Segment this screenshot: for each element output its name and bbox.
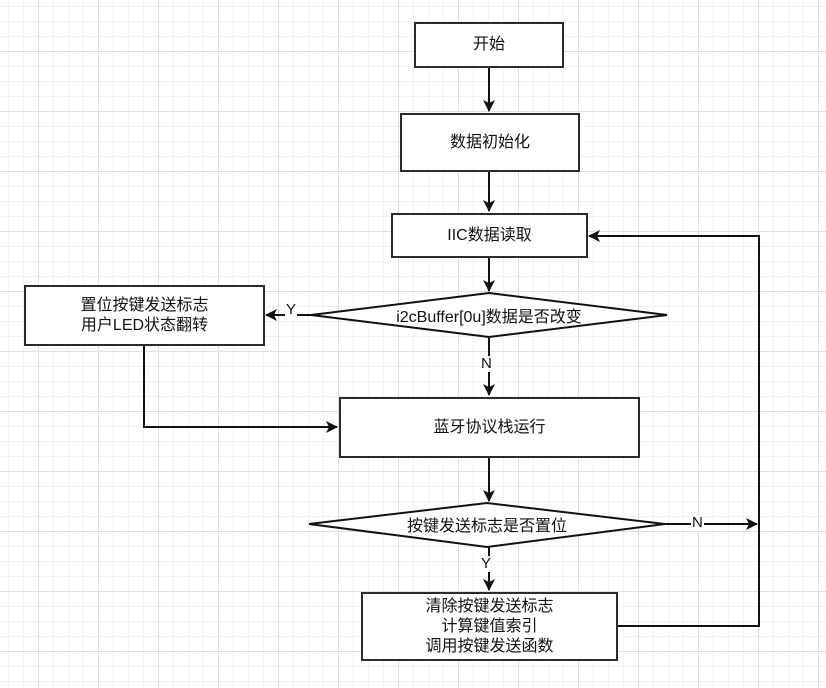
node-clear-and-send[interactable]: 清除按键发送标志 计算键值索引 调用按键发送函数 <box>361 592 618 661</box>
decision-buffer-changed-shape[interactable] <box>310 291 668 339</box>
node-set-flag[interactable]: 置位按键发送标志 用户LED状态翻转 <box>24 285 265 346</box>
decision-flag-set-label: 按键发送标志是否置位 <box>406 518 567 535</box>
decision-buffer-changed-label: i2cBuffer[0u]数据是否改变 <box>396 309 582 326</box>
edge-label-buffer-yes: Y <box>285 301 298 318</box>
edge-label-flag-yes: Y <box>480 555 493 572</box>
node-data-init[interactable]: 数据初始化 <box>400 113 580 172</box>
edge-label-flag-no: N <box>691 514 704 531</box>
node-ble-stack-label: 蓝牙协议栈运行 <box>433 418 546 436</box>
edge-loop-back-to-iic <box>588 230 760 627</box>
edge-label-buffer-no: N <box>480 355 493 372</box>
node-ble-stack[interactable]: 蓝牙协议栈运行 <box>339 397 640 458</box>
node-start[interactable]: 开始 <box>414 22 564 68</box>
node-iic-read[interactable]: IIC数据读取 <box>391 213 588 258</box>
node-start-label: 开始 <box>472 36 505 53</box>
node-clear-and-send-label: 清除按键发送标志 计算键值索引 调用按键发送函数 <box>425 597 554 655</box>
node-iic-read-label: IIC数据读取 <box>447 226 532 244</box>
node-data-init-label: 数据初始化 <box>449 133 530 151</box>
node-set-flag-label: 置位按键发送标志 用户LED状态翻转 <box>80 296 209 334</box>
edge-setflag-to-ble <box>143 345 338 433</box>
decision-flag-set-shape[interactable] <box>308 501 666 549</box>
